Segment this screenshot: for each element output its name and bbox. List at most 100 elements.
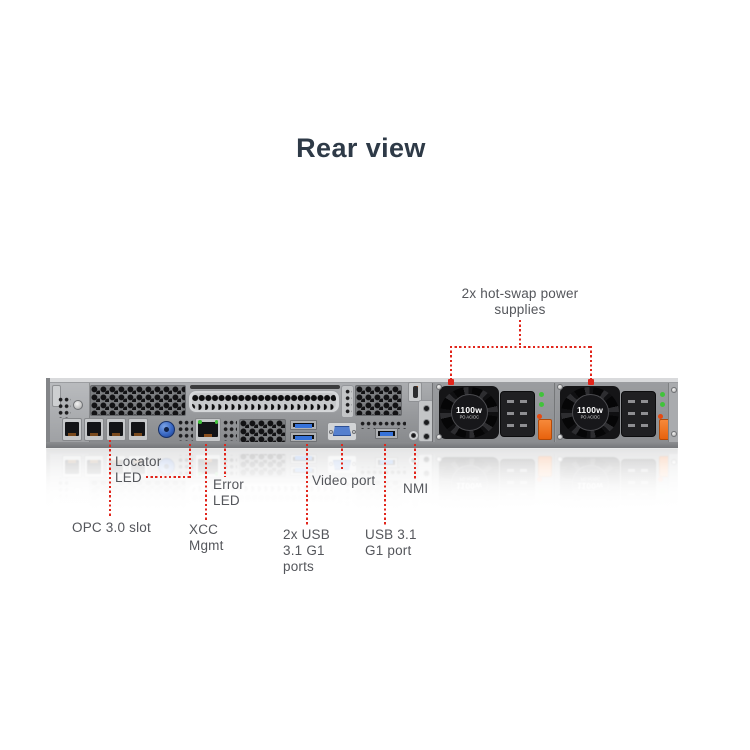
chassis-right-cap (668, 383, 678, 442)
inlet-slot (628, 424, 635, 427)
callout-power-supplies-label: 2x hot-swap power supplies (461, 286, 579, 317)
callout-line-error-led (224, 444, 226, 477)
callout-line-locator-led-h (146, 476, 191, 478)
screw-icon (436, 434, 442, 440)
psu-release-tab (538, 419, 552, 440)
inlet-slot (628, 400, 635, 403)
link-led (198, 420, 202, 424)
ethernet-jack (198, 422, 218, 437)
psu-rating-disc: 1100w PO AC/DC (571, 394, 609, 431)
callout-arrow-psu1 (448, 379, 454, 385)
inlet-slot (507, 400, 514, 403)
psu-led-in (660, 392, 665, 397)
usb-tongue (295, 424, 312, 428)
inlet-slot (507, 412, 514, 415)
activity-led (214, 420, 218, 424)
callout-line-power-stem (519, 320, 521, 347)
callout-video-port-label: Video port (312, 473, 376, 488)
latch-slot (413, 386, 418, 398)
screw-icon (557, 384, 563, 390)
vga-dsub (333, 426, 351, 436)
callout-line-usb-single (384, 444, 386, 525)
psu-1: 1100w PO AC/DC (435, 383, 554, 442)
inlet-slot (507, 424, 514, 427)
callout-line-locator-led (189, 444, 191, 478)
inlet-slot (641, 412, 648, 415)
ethernet-pins (90, 433, 98, 436)
inlet-slot (641, 400, 648, 403)
callout-usb-pair-label: 2x USB 3.1 G1 ports (283, 527, 330, 574)
psu-led-out (539, 402, 544, 407)
vent-dots (58, 397, 71, 418)
serial-knockout-latch (408, 382, 422, 402)
callout-locator-led-label: Locator LED (115, 454, 162, 485)
screw-icon (73, 400, 83, 410)
io-vent-grille (239, 419, 286, 443)
psu-type: PO AC/DC (580, 415, 600, 420)
chassis-left-cap (46, 378, 50, 448)
xcc-mgmt-port (195, 418, 221, 442)
screw-icon (671, 431, 677, 437)
screw-icon (671, 387, 677, 393)
ethernet-pins (134, 433, 142, 436)
mount-hole (423, 419, 430, 426)
nmi-button (408, 430, 419, 441)
psu-wattage: 1100w (455, 404, 483, 415)
callout-line-opc-slot (109, 440, 111, 516)
mount-hole (423, 405, 430, 412)
left-bracket-panel (50, 383, 90, 442)
psu-fan: 1100w PO AC/DC (560, 386, 620, 439)
callout-opc-slot-label: OPC 3.0 slot (72, 520, 151, 535)
callout-usb-single-label: USB 3.1 G1 port (365, 527, 417, 558)
server-rear-figure: 1100w PO AC/DC (46, 378, 678, 448)
usb-port-bottom (290, 432, 317, 442)
callout-line-psu1 (450, 346, 452, 380)
ethernet-jack (109, 422, 123, 436)
psu-led-fault (658, 414, 663, 419)
locator-led-grid (178, 420, 193, 441)
ethernet-port-2 (84, 418, 104, 441)
vent-dot-row (360, 421, 406, 429)
error-led-grid (223, 420, 237, 441)
inlet-slot (520, 412, 527, 415)
riser-vent-filler (188, 390, 340, 413)
callout-line-usb-pair (306, 444, 308, 526)
psu-ac-inlet (500, 391, 535, 437)
psu-divider (554, 383, 555, 442)
callout-line-xcc-mgmt (205, 444, 207, 520)
riser-vent-holes (192, 393, 336, 410)
psu-led-out (660, 402, 665, 407)
ethernet-jack (65, 422, 79, 436)
psu-ac-inlet (621, 391, 656, 437)
callout-line-psu2 (590, 346, 592, 380)
vga-screw (328, 429, 333, 434)
callout-xcc-mgmt-label: XCC Mgmt (189, 522, 224, 553)
reflection-fade (30, 448, 710, 528)
riser-slot-gap (190, 385, 340, 389)
vga-screw (351, 429, 356, 434)
bracket-tab (52, 385, 61, 407)
chassis-bottom-rail (46, 442, 678, 448)
pci-bracket (341, 385, 354, 418)
screw-icon (436, 384, 442, 390)
psu-led-fault (537, 414, 542, 419)
usb-tongue (295, 436, 312, 440)
screw-icon (557, 434, 563, 440)
usb-tongue (380, 432, 393, 436)
ethernet-port-3 (106, 418, 126, 441)
inlet-slot (520, 400, 527, 403)
psu-type: PO AC/DC (459, 415, 479, 420)
inlet-slot (628, 412, 635, 415)
inlet-slot (520, 424, 527, 427)
bracket-dots (345, 389, 352, 415)
callout-nmi-label: NMI (403, 481, 429, 496)
callout-line-video-port (341, 444, 343, 471)
usb-port-single (375, 428, 398, 439)
mount-hole (423, 433, 430, 440)
psu-wattage: 1100w (576, 404, 604, 415)
ethernet-pins (204, 434, 212, 437)
psu-fan: 1100w PO AC/DC (439, 386, 499, 439)
ocp-vent-grille (90, 385, 186, 416)
usb-port-top (290, 420, 317, 430)
